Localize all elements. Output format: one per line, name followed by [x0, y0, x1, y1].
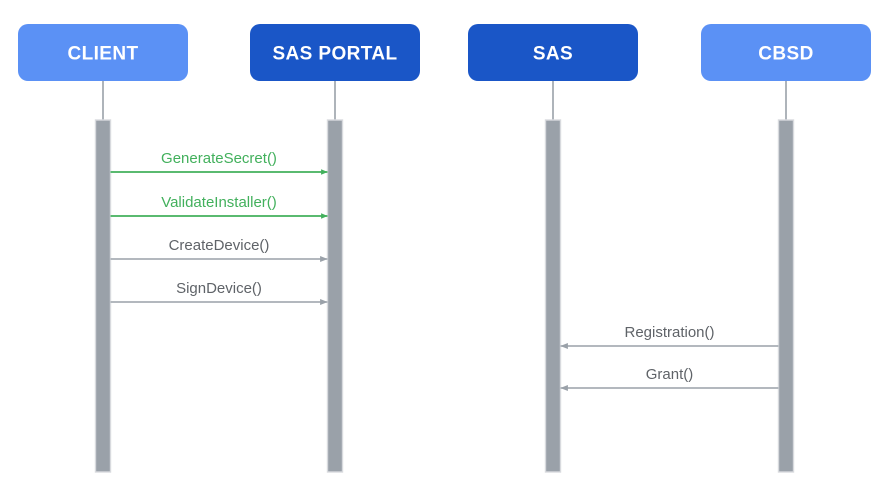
- actor-label-sas_portal: SAS PORTAL: [272, 44, 397, 65]
- actor-label-cbsd: CBSD: [758, 44, 813, 65]
- message-m2: ValidateInstaller(): [110, 194, 328, 219]
- actor-box-shape-sas: [468, 24, 638, 81]
- actor-box-sas[interactable]: SAS: [468, 24, 638, 81]
- activation-bar-sas_portal: [326, 119, 344, 473]
- message-label-m2: ValidateInstaller(): [161, 194, 277, 211]
- message-label-m4: SignDevice(): [176, 280, 262, 297]
- message-m3: CreateDevice(): [110, 237, 328, 263]
- actor-box-cbsd[interactable]: CBSD: [701, 24, 871, 81]
- activation-bar-sas: [544, 119, 562, 473]
- actor-box-client[interactable]: CLIENT: [18, 24, 188, 81]
- messages-layer: GenerateSecret() ValidateInstaller() Creat…: [110, 150, 779, 391]
- actor-box-sas_portal[interactable]: SAS PORTAL: [250, 24, 420, 81]
- actor-label-sas: SAS: [533, 44, 573, 65]
- activation-bar-client: [94, 119, 112, 473]
- lifelines-layer: [102, 81, 787, 120]
- actor-boxes-layer: CLIENT SAS PORTAL SAS CBSD: [18, 24, 871, 81]
- actor-box-shape-client: [18, 24, 188, 81]
- actor-label-client: CLIENT: [67, 44, 138, 65]
- message-m1: GenerateSecret(): [110, 150, 328, 175]
- message-label-m5: Registration(): [624, 324, 714, 341]
- message-m6: Grant(): [560, 366, 779, 391]
- actor-box-shape-cbsd: [701, 24, 871, 81]
- actor-box-shape-sas_portal: [250, 24, 420, 81]
- message-label-m1: GenerateSecret(): [161, 150, 277, 167]
- message-label-m6: Grant(): [646, 366, 694, 383]
- message-label-m3: CreateDevice(): [169, 237, 270, 254]
- message-m5: Registration(): [560, 324, 779, 349]
- activation-bars-layer: [94, 119, 795, 473]
- activation-bar-cbsd: [777, 119, 795, 473]
- message-m4: SignDevice(): [110, 280, 328, 306]
